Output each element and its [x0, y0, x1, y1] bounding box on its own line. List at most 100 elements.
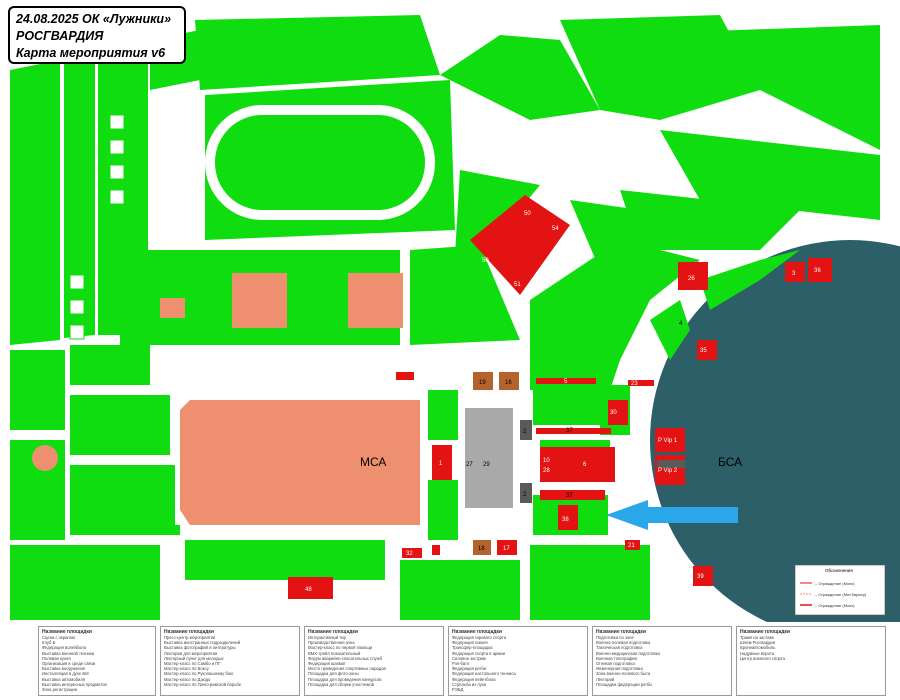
legend-row: Федерация шахмат	[308, 661, 346, 667]
map-version: Карта мероприятия v6	[16, 46, 166, 60]
zone-54: 54	[552, 226, 559, 232]
legend-row: Инсталляция в духе БМ	[42, 671, 89, 677]
legend-column-1: Название площадки Сцена с экраном Клуб Б…	[38, 626, 156, 696]
legend-row: Рэп-батл	[452, 661, 470, 667]
legend-row: Площадка федерации регби	[596, 681, 652, 687]
zone-1: 1	[439, 461, 443, 467]
legend-row: Место проведения спортивных парадов	[308, 666, 386, 672]
zone-16: 16	[505, 380, 512, 386]
zone-39: 39	[697, 574, 704, 580]
legend-row: Лектории для мероприятия	[164, 650, 218, 656]
zone-3: 3	[792, 271, 796, 277]
legend-row: Военно-медицинская подготовка	[596, 650, 660, 656]
zone-6: 6	[583, 462, 587, 468]
map-title-box: 24.08.2025 ОК «Лужники» РОСГВАРДИЯ Карта…	[8, 6, 186, 64]
legend-item-1: – Ограждение (Моек)	[815, 581, 855, 586]
legend-row: Выставка интересных предметов	[42, 681, 107, 687]
zone-4: 4	[679, 321, 683, 327]
legend-column-6: Название площадки Трамп на заставе Шлем …	[736, 626, 886, 696]
zone-2a: 2	[523, 429, 527, 435]
legend-row: Сцена с экраном	[42, 635, 75, 640]
msa-label: МСА	[360, 455, 386, 469]
legend-row: Надувные ворота	[740, 650, 775, 656]
zone-37a: 37	[566, 428, 573, 434]
legend-row: Центр военного спорта	[740, 655, 785, 661]
legend-row: Инженерная подготовка	[596, 666, 643, 672]
legend-row: РЭБД	[452, 687, 464, 693]
zone-17: 17	[503, 546, 510, 552]
zone-37b: 37	[566, 493, 573, 499]
organization-name: РОСГВАРДИЯ	[16, 29, 104, 43]
legend-row: Бронеавтомобиль	[740, 645, 776, 651]
legend-row: Огневая подготовка	[596, 661, 635, 667]
park-flowerbeds	[69, 114, 125, 340]
legend-row: Тактическая подготовка	[596, 645, 643, 651]
red-zones	[288, 195, 832, 599]
zone-35: 35	[700, 348, 707, 354]
legend-row: Лекторий	[596, 676, 615, 682]
legend-row: Федерация хоккея	[452, 640, 488, 646]
legend-row: Военная топография	[596, 655, 637, 661]
bsa-label: БСА	[718, 455, 742, 469]
legend-column-header: Название площадки	[596, 629, 646, 635]
legend-row: Подготовка по зоне	[596, 635, 634, 640]
gray-zone	[465, 408, 513, 508]
legend-row: Площадка для фото-зоны	[308, 671, 359, 677]
legend-column-5: Название площадки Подготовка по зоне Вое…	[592, 626, 732, 696]
zone-48: 48	[305, 587, 312, 593]
central-blocks	[185, 385, 650, 620]
pond	[32, 445, 58, 471]
legend-row: Форум аварийно-спасательных служб	[308, 655, 382, 661]
dark-markers	[520, 420, 685, 503]
zone-vip2: P Vip 2	[658, 468, 678, 474]
legend-row: Стрельба из лука	[452, 681, 487, 687]
zone-50a: 50	[524, 211, 531, 217]
legend-row: Выставка вооружения	[42, 666, 86, 672]
legend-title: Обозначения	[825, 568, 853, 573]
legend-column-header: Название площадки	[452, 629, 502, 635]
zone-10: 10	[543, 458, 550, 464]
legend-row: Шлем Росгвардии	[740, 640, 776, 646]
zone-2b: 2	[523, 492, 527, 498]
legend-row: Мастер-класс по Рукопашному бою	[164, 671, 234, 677]
zone-32: 32	[406, 551, 413, 557]
salmon-pavilions	[160, 273, 403, 328]
legend-row: Мастер-класс по Греко-римской борьбе	[164, 681, 242, 687]
zone-29: 29	[483, 462, 490, 468]
legend-row: Выставка автомобиля	[42, 676, 86, 682]
zone-23: 23	[631, 381, 638, 387]
legend-row: Мастер-класс по первой помощи	[308, 645, 373, 651]
zone-50b: 50	[482, 258, 489, 264]
legend-row: Федерация настольного тенниса	[452, 671, 516, 677]
legend-row: Силовое экстрим	[452, 655, 486, 661]
legend-row: ВМХ-трейл показательный	[308, 650, 361, 656]
legend-row: Федерация пейнтбола	[452, 676, 496, 682]
legend-column-header: Название площадки	[164, 629, 214, 635]
legend-row: Интерактивный тир	[308, 635, 346, 640]
zone-51: 51	[514, 282, 521, 288]
zone-38: 38	[562, 517, 569, 523]
legend-row: Пресс-центр мероприятия	[164, 635, 216, 640]
legend-row: Выставка фотографий и литературы	[164, 645, 236, 651]
legend-row: Площадка для сборки участников	[308, 681, 374, 687]
legend-item-3: – Ограждение (Моек)	[815, 603, 855, 608]
legend-row: Федерация волейбола	[42, 645, 86, 651]
zone-vip1: P Vip 1	[658, 438, 678, 444]
legend-row: Выставка иностранных подразделений	[164, 640, 241, 646]
map-legend: Обозначения – Ограждение (Моек) – Огражд…	[794, 564, 886, 616]
brown-zones	[473, 372, 519, 555]
legend-row: Федерация спорта в армии	[452, 650, 505, 656]
stadium-ring	[530, 240, 800, 390]
zone-27: 27	[466, 462, 473, 468]
legend-row: Трансфер-площадка	[452, 645, 493, 651]
legend-row: Организация в среде связи	[42, 661, 96, 667]
event-map: МСА	[10, 15, 900, 622]
legend-column-header: Название площадки	[740, 629, 790, 635]
legend-column-header: Название площадки	[308, 629, 358, 635]
zone-18: 18	[478, 546, 485, 552]
legend-row: Производственная зона	[308, 640, 355, 646]
legend-row: Зона регистрации	[42, 687, 77, 693]
event-date-venue: 24.08.2025 ОК «Лужники»	[16, 12, 172, 26]
zone-5: 5	[564, 379, 568, 385]
legend-column-2: Название площадки Пресс-центр мероприяти…	[160, 626, 300, 696]
